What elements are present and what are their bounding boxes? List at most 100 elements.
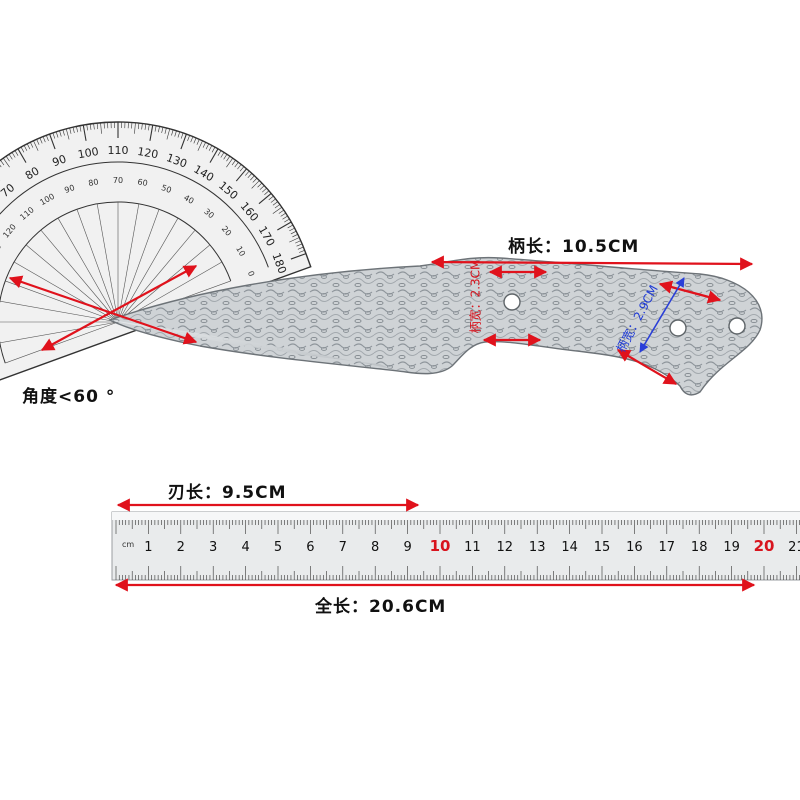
protractor-tick: [226, 157, 233, 168]
protractor-inner-number: 70: [113, 176, 123, 185]
protractor-inner-number: 10: [234, 245, 247, 258]
protractor-tick: [89, 123, 92, 130]
ruler: 123456789101112131415161718192021 cm: [111, 511, 800, 581]
protractor-inner-number: 40: [182, 193, 195, 206]
protractor-tick: [211, 146, 216, 153]
protractor-tick: [209, 148, 219, 163]
protractor-tick: [264, 190, 270, 195]
protractor-tick: [202, 142, 206, 148]
protractor-tick: [131, 122, 133, 129]
protractor-tick: [161, 127, 164, 134]
ruler-number: 3: [209, 540, 217, 555]
protractor-tick: [33, 140, 39, 151]
protractor-tick: [180, 133, 187, 150]
protractor-tick: [30, 142, 34, 148]
protractor-outer-number: 120: [136, 145, 159, 161]
protractor-tick: [208, 145, 213, 151]
protractor-tick: [134, 122, 136, 134]
protractor-tick: [55, 131, 59, 138]
protractor-tick: [226, 156, 231, 162]
handle-width-blue-arrow: [639, 277, 685, 353]
angle-arrow-2: [40, 265, 198, 351]
handle-width-arrow-2b: [616, 349, 678, 385]
protractor-tick: [277, 221, 292, 231]
protractor-tick: [270, 198, 276, 203]
protractor-tick: [290, 253, 307, 260]
protractor-tick: [166, 128, 171, 140]
ruler-number: 13: [529, 540, 546, 555]
protractor-tick: [297, 246, 304, 250]
protractor-tick: [196, 139, 200, 145]
protractor-tick: [141, 123, 143, 130]
protractor-tick: [127, 122, 129, 129]
protractor-tick: [100, 122, 102, 134]
protractor-tick: [20, 146, 25, 153]
protractor-tick: [36, 139, 40, 145]
protractor-outer-number: 110: [107, 144, 128, 157]
protractor-tick: [0, 162, 2, 168]
protractor-tick: [76, 126, 78, 133]
protractor-tick: [23, 145, 28, 151]
protractor-tick: [247, 173, 253, 179]
protractor-tick: [259, 185, 265, 190]
protractor-tick: [217, 150, 222, 156]
lanyard-hole: [728, 317, 746, 335]
protractor-tick: [180, 132, 184, 139]
handle-hole-2: [669, 319, 687, 337]
ruler-number: 12: [497, 540, 514, 555]
ruler-number: 5: [274, 540, 282, 555]
protractor-tick: [171, 129, 174, 136]
protractor-tick: [295, 240, 301, 244]
protractor-tick: [296, 243, 303, 247]
ruler-number: 15: [594, 540, 611, 555]
protractor-inner-number: 80: [88, 177, 100, 188]
protractor-tick: [193, 137, 197, 144]
ruler-unit: cm: [122, 540, 134, 549]
protractor-tick: [93, 123, 95, 130]
protractor-tick: [62, 129, 65, 136]
protractor-tick: [252, 177, 258, 183]
protractor-tick: [223, 154, 228, 160]
protractor-tick: [39, 137, 43, 144]
protractor-tick: [280, 212, 286, 217]
protractor-tick: [187, 135, 190, 141]
protractor-tick: [65, 128, 70, 140]
protractor-tick: [235, 168, 247, 182]
protractor-tick: [154, 125, 157, 132]
protractor-tick: [17, 148, 27, 163]
protractor-tick: [82, 124, 87, 141]
protractor-tick: [282, 215, 288, 220]
protractor-inner-number: 90: [63, 183, 76, 195]
handle-length-arrow: [430, 255, 754, 271]
protractor-tick: [287, 224, 294, 229]
protractor-tick: [177, 131, 181, 138]
protractor-tick: [164, 127, 167, 134]
protractor-tick: [72, 127, 75, 134]
protractor-tick: [149, 124, 154, 141]
protractor-tick: [137, 123, 140, 130]
protractor-tick: [245, 170, 250, 176]
protractor-tick: [289, 237, 300, 243]
ruler-number: 16: [626, 540, 643, 555]
protractor-inner-number: 50: [160, 183, 173, 195]
protractor-tick: [107, 122, 109, 129]
angle-label: 角度<60 °: [22, 387, 116, 407]
protractor-tick: [284, 218, 290, 223]
protractor-tick: [11, 152, 16, 158]
protractor-tick: [197, 140, 203, 151]
protractor-tick: [237, 164, 242, 170]
blade-length-label: 刃长：9.5CM: [168, 483, 287, 503]
protractor-tick: [257, 182, 263, 188]
protractor-tick: [117, 122, 119, 139]
ruler-number: 1: [144, 540, 152, 555]
protractor-inner-number: 60: [137, 177, 149, 188]
handle-length-label: 柄长：10.5CM: [508, 237, 640, 257]
ruler-number: 6: [306, 540, 314, 555]
protractor-tick: [0, 160, 5, 166]
protractor-tick: [190, 136, 194, 143]
protractor-tick: [274, 204, 280, 209]
protractor-tick: [42, 136, 46, 143]
ruler-number: 8: [371, 540, 379, 555]
handle-width-label-1: 柄宽：2.3CM: [468, 259, 483, 334]
protractor-outer-number: 80: [23, 164, 42, 182]
